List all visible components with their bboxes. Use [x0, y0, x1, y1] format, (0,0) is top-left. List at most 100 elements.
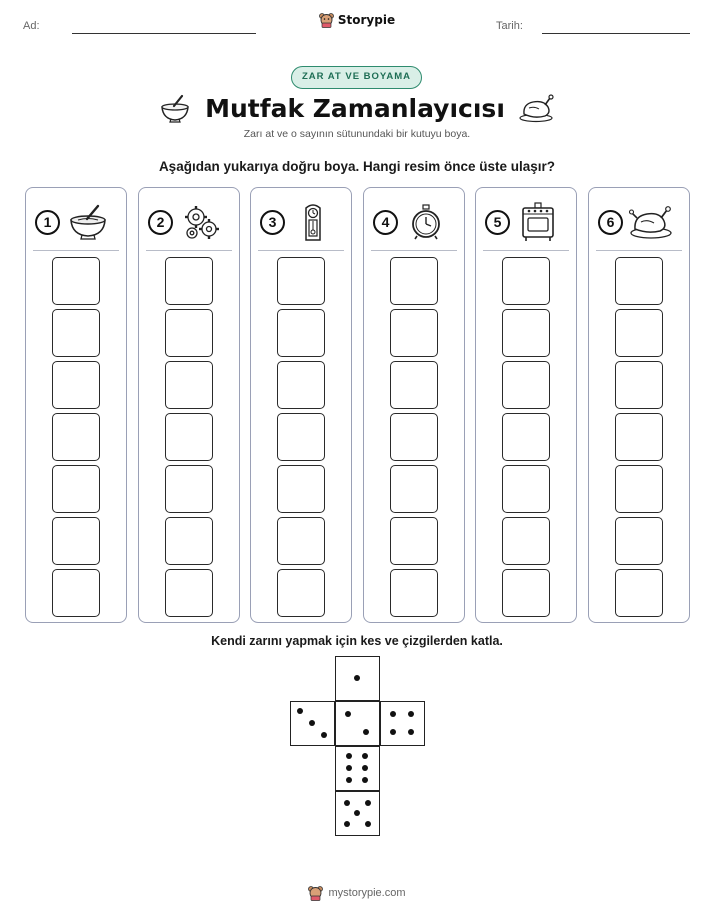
color-box[interactable] — [390, 465, 438, 513]
color-box[interactable] — [52, 413, 100, 461]
color-box[interactable] — [390, 569, 438, 617]
coloring-instruction: Aşağıdan yukarıya doğru boya. Hangi resi… — [158, 159, 556, 174]
die-pip — [345, 776, 352, 783]
color-box[interactable] — [502, 465, 550, 513]
column-header: 5 — [485, 202, 569, 242]
color-box[interactable] — [165, 413, 213, 461]
die-pip — [408, 729, 415, 736]
color-box[interactable] — [502, 413, 550, 461]
color-box[interactable] — [165, 309, 213, 357]
die-face-6 — [335, 746, 380, 791]
color-box[interactable] — [615, 361, 663, 409]
die-pip — [320, 731, 327, 738]
die-pip — [297, 708, 304, 715]
color-box[interactable] — [390, 361, 438, 409]
color-box[interactable] — [390, 257, 438, 305]
color-box[interactable] — [52, 465, 100, 513]
die-pip — [389, 710, 396, 717]
color-box[interactable] — [277, 257, 325, 305]
die-pip — [344, 710, 351, 717]
die-pip — [362, 776, 369, 783]
color-box[interactable] — [277, 517, 325, 565]
color-box[interactable] — [165, 361, 213, 409]
activity-badge: ZAR AT VE BOYAMA — [291, 66, 422, 89]
color-box[interactable] — [165, 517, 213, 565]
color-box[interactable] — [277, 361, 325, 409]
color-box[interactable] — [615, 569, 663, 617]
roast-chicken-icon — [629, 202, 673, 242]
name-label: Ad: — [23, 20, 40, 32]
color-box[interactable] — [615, 413, 663, 461]
alarm-clock-icon — [404, 202, 448, 242]
die-pip — [309, 720, 315, 726]
date-line[interactable] — [542, 33, 690, 34]
die-pip — [362, 753, 369, 760]
gears-icon — [179, 202, 223, 242]
bowl-icon — [161, 94, 189, 123]
color-box[interactable] — [52, 517, 100, 565]
color-box[interactable] — [615, 517, 663, 565]
die-pip — [389, 729, 396, 736]
color-box[interactable] — [52, 257, 100, 305]
die-pip — [364, 820, 371, 827]
column-number: 2 — [148, 209, 173, 235]
color-box[interactable] — [52, 569, 100, 617]
color-box[interactable] — [502, 517, 550, 565]
color-box[interactable] — [165, 465, 213, 513]
die-pip — [362, 765, 369, 771]
color-box[interactable] — [165, 257, 213, 305]
color-box[interactable] — [390, 309, 438, 357]
color-box[interactable] — [615, 465, 663, 513]
column-divider — [596, 250, 682, 251]
column-number: 5 — [485, 209, 510, 235]
color-box[interactable] — [615, 309, 663, 357]
color-box[interactable] — [390, 517, 438, 565]
die-pip — [343, 820, 350, 827]
die-pip — [408, 710, 415, 717]
column-5: 5 — [475, 187, 577, 623]
column-number: 3 — [260, 209, 285, 235]
color-box[interactable] — [52, 361, 100, 409]
column-header: 1 — [35, 202, 119, 242]
color-box[interactable] — [165, 569, 213, 617]
name-line[interactable] — [72, 33, 256, 34]
column-divider — [146, 250, 232, 251]
column-header: 3 — [260, 202, 344, 242]
color-box[interactable] — [277, 413, 325, 461]
color-box[interactable] — [277, 569, 325, 617]
color-box[interactable] — [502, 361, 550, 409]
die-pip — [364, 799, 371, 806]
die-pip — [354, 810, 360, 816]
footer-url[interactable]: mystorypie.com — [328, 887, 406, 899]
column-6: 6 — [588, 187, 690, 623]
die-face-4 — [380, 701, 425, 746]
subtitle: Zarı at ve o sayının sütunundaki bir kut… — [243, 128, 471, 140]
bear-logo-icon — [318, 13, 334, 28]
color-box[interactable] — [615, 257, 663, 305]
color-box[interactable] — [502, 569, 550, 617]
column-divider — [33, 250, 119, 251]
color-box[interactable] — [502, 309, 550, 357]
column-header: 4 — [373, 202, 457, 242]
footer: mystorypie.com — [0, 885, 714, 901]
color-box[interactable] — [52, 309, 100, 357]
die-face-1 — [335, 656, 380, 701]
die-face-3 — [290, 701, 335, 746]
brand-logo: Storypie — [0, 12, 714, 28]
die-pip — [343, 799, 350, 806]
column-header: 6 — [598, 202, 682, 242]
column-number: 6 — [598, 209, 623, 235]
die-face-5 — [335, 791, 380, 836]
column-number: 4 — [373, 209, 398, 235]
die-pip — [363, 729, 370, 736]
color-box[interactable] — [277, 309, 325, 357]
column-header: 2 — [148, 202, 232, 242]
color-box[interactable] — [390, 413, 438, 461]
column-number: 1 — [35, 209, 60, 235]
grandfather-clock-icon — [291, 202, 335, 242]
column-divider — [483, 250, 569, 251]
color-box[interactable] — [277, 465, 325, 513]
brand-name: Storypie — [337, 13, 396, 27]
color-box[interactable] — [502, 257, 550, 305]
date-label: Tarih: — [496, 20, 523, 32]
